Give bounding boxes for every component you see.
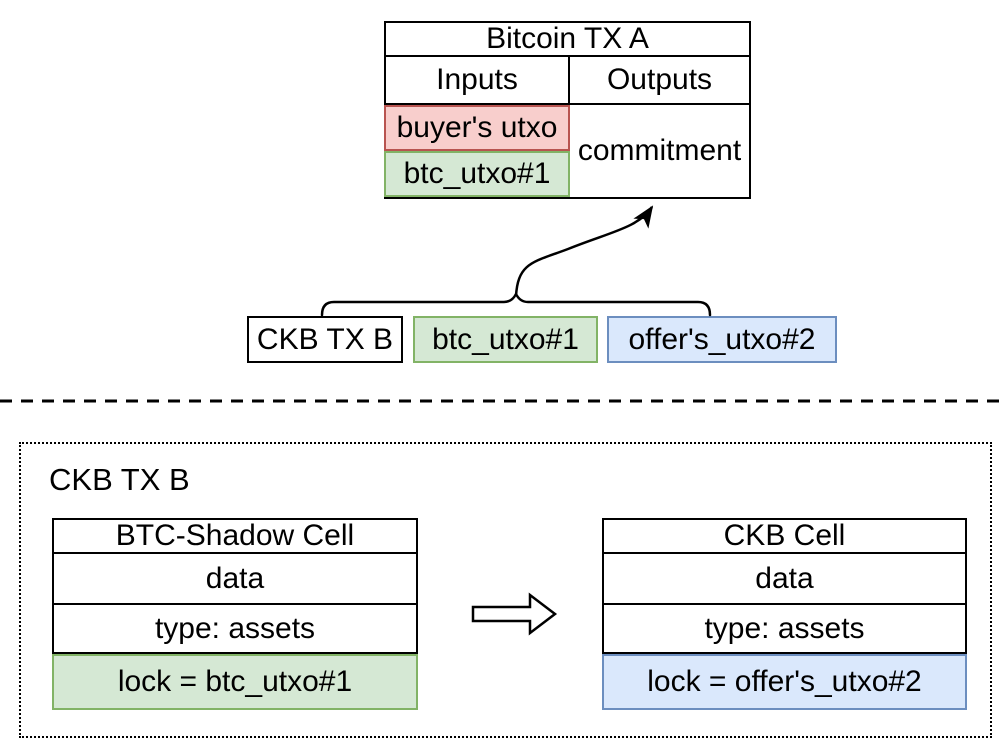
- outputs-header: Outputs: [606, 63, 713, 96]
- ckb-cell-title: CKB Cell: [604, 519, 965, 554]
- btc-shadow-cell-data-row: data: [54, 554, 416, 605]
- ckb-cell-data-row: data: [604, 554, 965, 605]
- btc-utxo1-box: btc_utxo#1: [413, 316, 598, 363]
- tx-header-row: Inputs Outputs: [386, 57, 749, 105]
- ckb-tx-group-label: CKB TX B: [49, 462, 190, 497]
- btc-shadow-cell-title: BTC-Shadow Cell: [54, 519, 416, 554]
- commitment-arrow: [514, 205, 654, 297]
- inputs-header: Inputs: [386, 57, 570, 103]
- btc-shadow-cell-type-row: type: assets: [54, 605, 416, 654]
- offers-utxo2-box: offer's_utxo#2: [607, 316, 837, 363]
- ckb-tx-b-box: CKB TX B: [247, 316, 403, 363]
- tx-body-row: buyer's utxo btc_utxo#1 commitment: [384, 105, 749, 197]
- output-cell-commitment: commitment: [577, 134, 742, 167]
- ckb-cell-type-row: type: assets: [604, 605, 965, 654]
- bitcoin-tx-title: Bitcoin TX A: [386, 22, 749, 57]
- ckb-cell-lock-row: lock = offer's_utxo#2: [602, 654, 967, 710]
- bitcoin-tx-table: Bitcoin TX A Inputs Outputs buyer's utxo…: [384, 21, 751, 199]
- input-cell-btc-utxo1: btc_utxo#1: [384, 151, 570, 197]
- ckb-tx-group-box: [19, 442, 992, 738]
- input-cell-buyers-utxo: buyer's utxo: [384, 105, 570, 151]
- btc-shadow-cell-table: BTC-Shadow Cell data type: assets lock =…: [52, 518, 418, 710]
- btc-shadow-cell-lock-row: lock = btc_utxo#1: [52, 654, 418, 710]
- brace: [320, 291, 712, 317]
- ckb-cell-table: CKB Cell data type: assets lock = offer'…: [602, 518, 967, 710]
- tx-inputs-column: buyer's utxo btc_utxo#1: [384, 105, 570, 197]
